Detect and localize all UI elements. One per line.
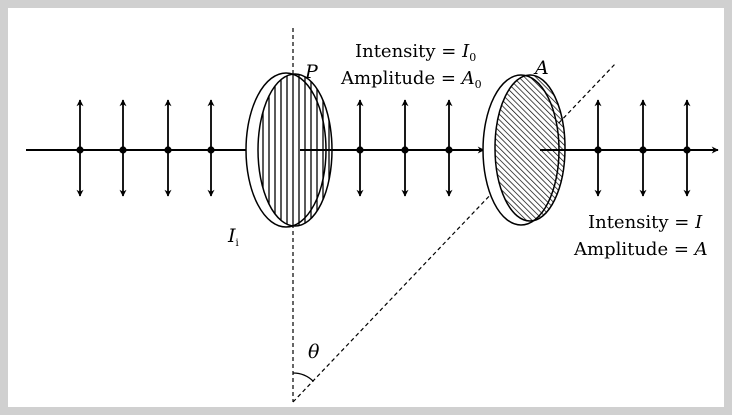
vibration-dot [164, 146, 172, 154]
vibration-arrows [76, 99, 691, 197]
vibration-dot [401, 146, 409, 154]
vibration-dot [119, 146, 127, 154]
between-intensity-label: Intensity = I0 [355, 41, 476, 64]
diagram-frame: P A θ Ii Intensity = I0 Amplitude = A0 I… [8, 8, 724, 407]
angle-label: θ [308, 341, 320, 363]
vibration-dot [76, 146, 84, 154]
incident-intensity-label: Ii [227, 225, 239, 249]
analyzer-dashed-axis [292, 62, 617, 403]
between-amplitude-label: Amplitude = A0 [340, 68, 482, 91]
vibration-dot [639, 146, 647, 154]
vibration-dot [683, 146, 691, 154]
polarization-diagram: P A θ Ii Intensity = I0 Amplitude = A0 I… [26, 28, 719, 403]
angle-arc [292, 372, 314, 382]
vibration-dot [445, 146, 453, 154]
output-intensity-label: Intensity = I [588, 212, 703, 233]
vibration-dot [594, 146, 602, 154]
polarizer-disc [245, 72, 333, 228]
vibration-dot [356, 146, 364, 154]
vibration-dot [207, 146, 215, 154]
analyzer-label: A [533, 57, 549, 79]
output-amplitude-label: Amplitude = A [573, 239, 708, 260]
analyzer-disc [482, 74, 566, 226]
polarizer-label: P [304, 61, 319, 83]
